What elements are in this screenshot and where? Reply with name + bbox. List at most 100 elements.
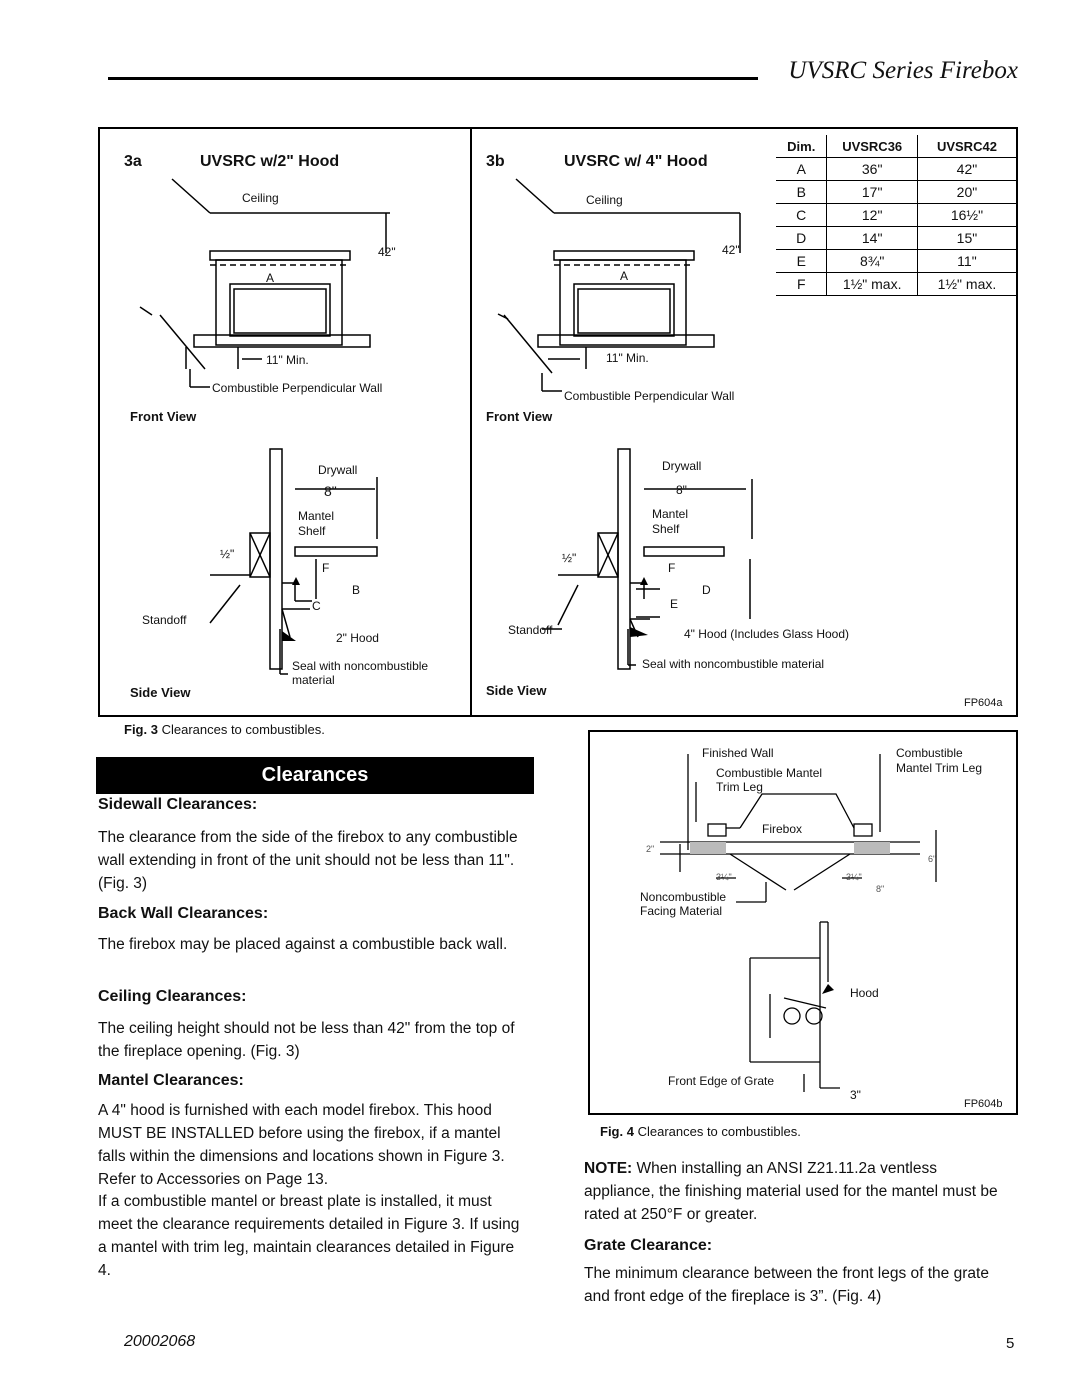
3a-perp-wall-label: Combustible Perpendicular Wall bbox=[212, 381, 383, 395]
note-paragraph: NOTE: When installing an ANSI Z21.11.2a … bbox=[584, 1157, 1004, 1226]
3b-standoff-label: Standoff bbox=[508, 623, 553, 637]
figure-4-drawing bbox=[660, 754, 937, 1092]
3a-seal-material-label: material bbox=[292, 673, 335, 687]
3a-b-label: B bbox=[352, 583, 361, 597]
panel-3b-id: 3b bbox=[486, 153, 505, 170]
3a-c-label: C bbox=[312, 599, 321, 613]
figure-4-caption-text: Clearances to combustibles. bbox=[637, 1124, 801, 1139]
fig4-3q-right-label: 3¼" bbox=[846, 872, 862, 882]
3a-11min-label: 11" Min. bbox=[266, 353, 309, 367]
back-wall-text: The firebox may be placed against a comb… bbox=[98, 936, 508, 953]
fig4-8-label: 8" bbox=[876, 884, 885, 894]
table-header-row: Dim. UVSRC36 UVSRC42 bbox=[776, 135, 1016, 158]
3a-side-view-label: Side View bbox=[130, 685, 191, 700]
fig4-comb-mantel-label: Combustible Mantel bbox=[716, 766, 823, 780]
3a-2hood-label: 2" Hood bbox=[336, 631, 379, 645]
3b-dim-a-label: A bbox=[620, 269, 629, 283]
3a-mantel-label: Mantel bbox=[298, 509, 335, 523]
panel-3a-drawing bbox=[139, 178, 390, 675]
ceiling-text: The ceiling height should not be less th… bbox=[98, 1020, 515, 1060]
3b-11min-label: 11" Min. bbox=[606, 351, 649, 365]
figure-3-caption-number: Fig. 3 bbox=[124, 722, 158, 737]
figure-3-caption: Fig. 3 Clearances to combustibles. bbox=[124, 722, 325, 737]
fig4-mantel-trim-leg-label: Mantel Trim Leg bbox=[896, 761, 983, 775]
table-cell: D bbox=[776, 226, 828, 250]
table-cell: B bbox=[776, 180, 828, 204]
table-header: Dim. bbox=[776, 135, 828, 158]
table-header: UVSRC42 bbox=[917, 135, 1016, 158]
3b-drywall-label: Drywall bbox=[662, 459, 702, 473]
ceiling-heading: Ceiling Clearances: bbox=[98, 988, 247, 1005]
3b-mantel-label: Mantel bbox=[652, 507, 689, 521]
3b-front-view-label: Front View bbox=[486, 409, 553, 424]
panel-3b-title: UVSRC w/ 4" Hood bbox=[564, 153, 708, 170]
3a-front-view-label: Front View bbox=[130, 409, 197, 424]
fig4-combustible-label: Combustible bbox=[896, 746, 963, 760]
figure-3-caption-text: Clearances to combustibles. bbox=[161, 722, 325, 737]
header-rule bbox=[108, 77, 758, 80]
table-cell: 36" bbox=[826, 157, 918, 181]
figure-4-caption: Fig. 4 Clearances to combustibles. bbox=[600, 1124, 801, 1139]
3a-half-label: ½" bbox=[220, 547, 235, 561]
3b-perp-wall-label: Combustible Perpendicular Wall bbox=[564, 389, 735, 403]
3b-half-label: ½" bbox=[562, 551, 577, 565]
3a-dim-a-label: A bbox=[266, 271, 275, 285]
sidewall-text: The clearance from the side of the fireb… bbox=[98, 829, 518, 892]
3a-shelf-label: Shelf bbox=[298, 524, 326, 538]
3b-d-label: D bbox=[702, 583, 711, 597]
sidewall-heading: Sidewall Clearances: bbox=[98, 796, 258, 813]
3a-drywall-label: Drywall bbox=[318, 463, 358, 477]
fig4-noncomb-label: Noncombustible bbox=[640, 890, 727, 904]
back-wall-heading: Back Wall Clearances: bbox=[98, 905, 269, 922]
3b-f-label: F bbox=[668, 561, 676, 575]
3b-ceiling-label: Ceiling bbox=[586, 193, 623, 207]
fig4-finished-wall-label: Finished Wall bbox=[702, 746, 774, 760]
panel-divider bbox=[470, 129, 472, 717]
fig4-2-label: 2" bbox=[646, 844, 655, 854]
table-cell: 20" bbox=[917, 180, 1016, 204]
page-number: 5 bbox=[1006, 1335, 1015, 1352]
3a-ceiling-label: Ceiling bbox=[242, 191, 279, 205]
table-cell: 8¾" bbox=[826, 249, 918, 273]
page-header-title: UVSRC Series Firebox bbox=[788, 57, 1018, 84]
fig4-3-label: 3" bbox=[850, 1088, 861, 1102]
figure-3-box: 3a UVSRC w/2" Hood bbox=[98, 127, 1018, 717]
clearances-banner: Clearances bbox=[96, 757, 534, 794]
3a-seal-label: Seal with noncombustible bbox=[292, 659, 429, 673]
table-cell: A bbox=[776, 157, 828, 181]
3b-8-label: 8" bbox=[676, 483, 687, 497]
note-text: When installing an ANSI Z21.11.2a ventle… bbox=[584, 1160, 998, 1223]
fig4-trim-leg-label: Trim Leg bbox=[716, 780, 763, 794]
figure-4-caption-number: Fig. 4 bbox=[600, 1124, 634, 1139]
table-cell: 17" bbox=[826, 180, 918, 204]
panel-3a-title: UVSRC w/2" Hood bbox=[200, 153, 340, 170]
fig4-firebox-label: Firebox bbox=[762, 822, 803, 836]
3b-e-label: E bbox=[670, 597, 679, 611]
mantel-text-2: If a combustible mantel or breast plate … bbox=[98, 1193, 520, 1279]
table-cell: C bbox=[776, 203, 828, 227]
panel-3a-id: 3a bbox=[124, 153, 142, 170]
table-cell: 15" bbox=[917, 226, 1016, 250]
fig4-6-label: 6" bbox=[928, 854, 937, 864]
document-number: 20002068 bbox=[124, 1333, 196, 1350]
table-cell: 12" bbox=[826, 203, 918, 227]
3b-shelf-label: Shelf bbox=[652, 522, 680, 536]
fig3-code: FP604a bbox=[964, 697, 1003, 709]
3b-42-label: 42" bbox=[722, 243, 740, 257]
3a-f-label: F bbox=[322, 561, 330, 575]
3b-4hood-label: 4" Hood (Includes Glass Hood) bbox=[684, 627, 850, 641]
fig4-code: FP604b bbox=[964, 1098, 1003, 1110]
note-label: NOTE: bbox=[584, 1160, 633, 1177]
fig4-grate-edge-label: Front Edge of Grate bbox=[668, 1074, 775, 1088]
table-cell: 14" bbox=[826, 226, 918, 250]
3a-8-label: 8" bbox=[324, 483, 337, 499]
table-cell: 42" bbox=[917, 157, 1016, 181]
3a-standoff-label: Standoff bbox=[142, 613, 187, 627]
grate-heading: Grate Clearance: bbox=[584, 1237, 713, 1254]
fig4-3q-left-label: 3¼" bbox=[716, 872, 732, 882]
